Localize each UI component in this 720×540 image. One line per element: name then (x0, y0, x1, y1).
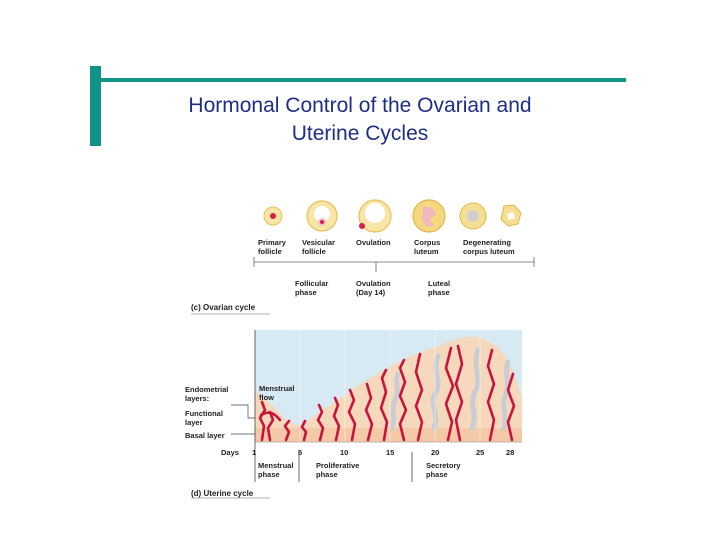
corpus-luteum (412, 199, 446, 233)
follicle-ovulation (358, 199, 392, 233)
phase-ovulation-day14: Ovulation (Day 14) (356, 279, 391, 297)
day-tick-28: 28 (506, 448, 515, 457)
ovarian-cycle-caption: (c) Ovarian cycle (191, 303, 256, 312)
day-tick-10: 10 (340, 448, 349, 457)
accent-bar-horizontal (101, 78, 626, 82)
stage-label-vesicular: Vesicular follicle (302, 238, 335, 256)
accent-bar-vertical (90, 66, 101, 146)
stage-label-primary: Primary follicle (258, 238, 286, 256)
ovarian-timeline (253, 257, 535, 272)
phase-secretory: Secretory phase (426, 461, 461, 479)
phase-proliferative: Proliferative phase (316, 461, 360, 479)
follicle-vesicular (306, 200, 338, 232)
slide-title: Hormonal Control of the Ovarian and Uter… (140, 92, 580, 148)
menstrual-flow-label: Menstrual flow (259, 384, 295, 402)
title-line-1: Hormonal Control of the Ovarian and (188, 94, 532, 117)
day-tick-5: 5 (298, 448, 303, 457)
phase-follicular: Follicular phase (295, 279, 329, 297)
corpus-luteum-degenerating-1 (459, 202, 487, 230)
stage-label-degenerating: Degenerating corpus luteum (463, 238, 515, 256)
stage-label-ovulation: Ovulation (356, 238, 391, 247)
phase-menstrual: Menstrual phase (258, 461, 294, 479)
basal-layer-label: Basal layer (185, 431, 225, 440)
uterine-cycle-caption: (d) Uterine cycle (191, 489, 254, 498)
follicle-primary (263, 206, 283, 226)
corpus-luteum-degenerating-2 (500, 204, 522, 227)
functional-layer-label: Functional layer (185, 409, 223, 427)
day-tick-15: 15 (386, 448, 395, 457)
layer-pointers (231, 404, 255, 435)
day-tick-1: 1 (252, 448, 257, 457)
days-label: Days (221, 448, 239, 457)
title-line-2: Uterine Cycles (291, 122, 429, 145)
day-tick-25: 25 (476, 448, 485, 457)
day-tick-20: 20 (431, 448, 440, 457)
uterine-chart (254, 330, 522, 482)
endometrial-layers-label: Endometrial layers: (185, 385, 229, 403)
phase-luteal: Luteal phase (428, 279, 451, 297)
stage-label-corpus-luteum: Corpus luteum (414, 238, 441, 256)
